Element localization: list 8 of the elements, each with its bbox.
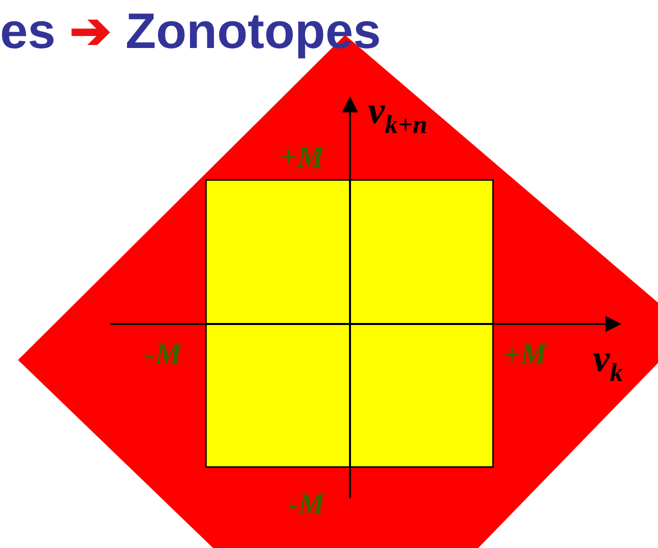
bound-label: +M (503, 340, 547, 370)
bound-label: -M (288, 490, 325, 520)
axis-label: v$_{k+n}$ (368, 92, 428, 138)
bound-label: +M (280, 143, 324, 173)
axis-label: v$_{k}$ (593, 340, 623, 386)
title: es ➔ Zonotopes (0, 4, 381, 59)
square-region (205, 179, 494, 468)
bound-label: -M (145, 340, 182, 370)
